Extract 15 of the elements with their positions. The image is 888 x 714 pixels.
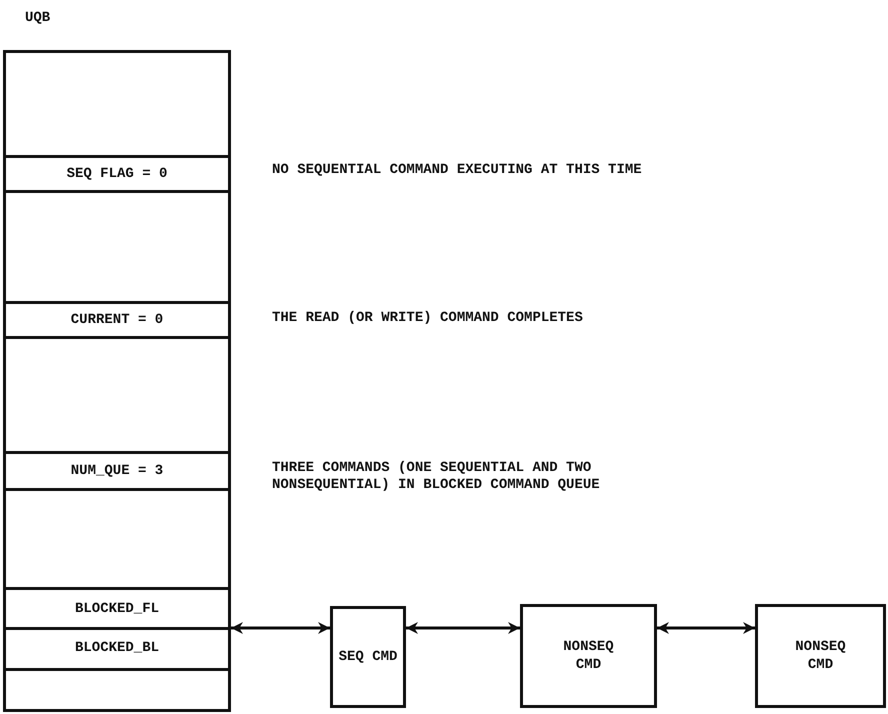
field-row: BLOCKED_BL: [6, 627, 228, 671]
field-note: THE READ (OR WRITE) COMMAND COMPLETES: [272, 310, 584, 327]
field-row: CURRENT = 0: [6, 301, 228, 339]
column-heading: UQB: [25, 10, 50, 26]
field-row: NUM_QUE = 3: [6, 451, 228, 491]
command-block: NONSEQ CMD: [520, 604, 657, 708]
field-row: BLOCKED_FL: [6, 587, 228, 630]
field-note: THREE COMMANDS (ONE SEQUENTIAL AND TWO NONSEQUENTIAL) IN BLOCKED COMMAND QUEUE: [272, 460, 601, 494]
double-arrow: [657, 622, 755, 634]
field-row: SEQ FLAG = 0: [6, 155, 228, 193]
command-block: NONSEQ CMD: [755, 604, 886, 708]
double-arrow: [406, 622, 520, 634]
double-arrow: [231, 622, 330, 634]
command-block: SEQ CMD: [330, 606, 406, 708]
field-note: NO SEQUENTIAL COMMAND EXECUTING AT THIS TIME: [272, 162, 643, 179]
